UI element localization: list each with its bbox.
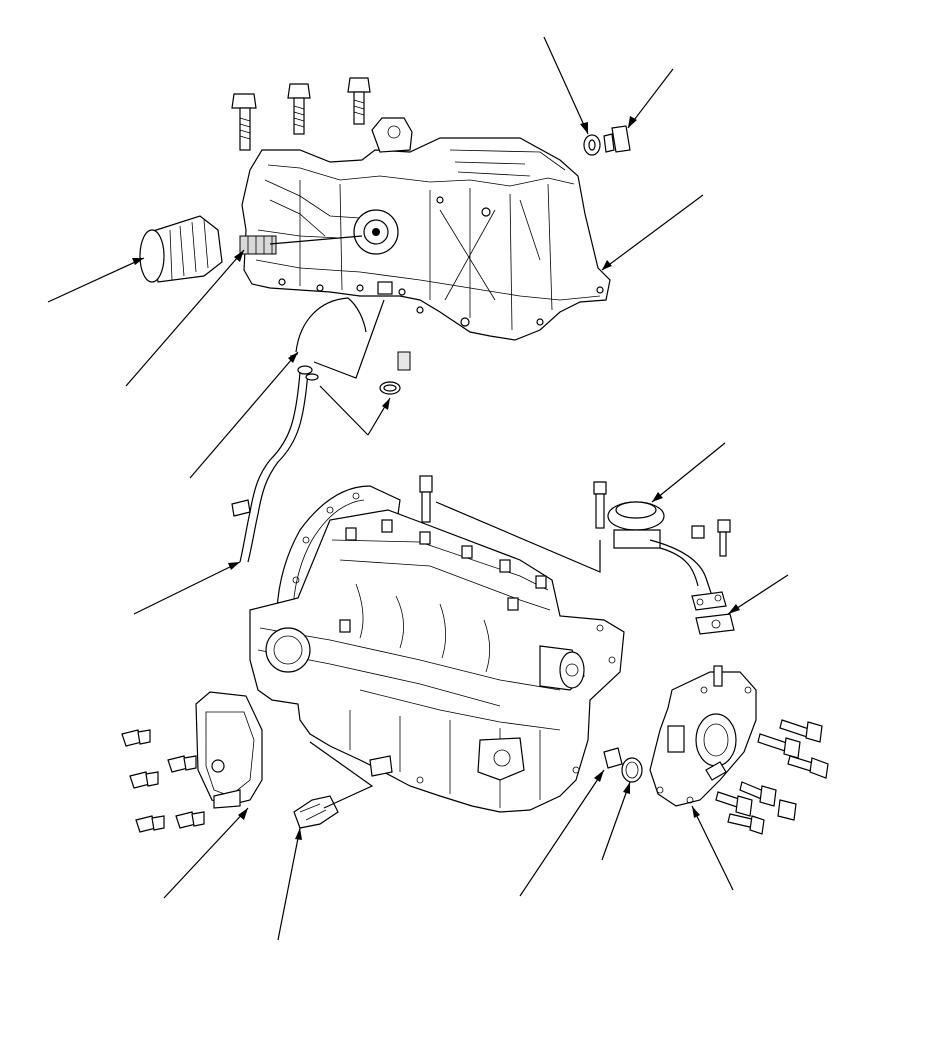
oil-seal bbox=[621, 757, 643, 783]
oil-strainer bbox=[607, 501, 727, 611]
strainer-gasket bbox=[695, 613, 735, 635]
oil-pan-bolt bbox=[287, 83, 311, 135]
oil-level-gauge-pipe bbox=[231, 365, 319, 563]
oil-pressure-switch bbox=[293, 795, 339, 829]
cover-plate bbox=[195, 691, 263, 809]
oil-pan bbox=[241, 117, 611, 341]
leader-lines-lower bbox=[163, 442, 789, 941]
cover-plate-bolt bbox=[121, 729, 205, 833]
o-ring bbox=[379, 381, 401, 395]
leader-lines-upper bbox=[47, 36, 704, 615]
oil-jet-bolt bbox=[419, 475, 433, 523]
cylinder-block bbox=[249, 509, 625, 813]
oil-pan-bolt bbox=[231, 93, 257, 151]
dowel-pin bbox=[397, 351, 411, 371]
oil-pump bbox=[649, 665, 757, 807]
oil-pan-bolt bbox=[347, 77, 371, 125]
baffle-gasket bbox=[289, 297, 367, 357]
oil-filter bbox=[139, 215, 223, 283]
drain-bolt bbox=[603, 125, 631, 153]
strainer-bolt bbox=[593, 481, 607, 529]
drain-washer bbox=[583, 134, 601, 156]
strainer-nut bbox=[691, 519, 731, 557]
oil-pump-bolt bbox=[715, 719, 829, 835]
oil-filter-threaded-joint bbox=[239, 235, 277, 255]
oil-pump-dowel bbox=[603, 747, 623, 769]
